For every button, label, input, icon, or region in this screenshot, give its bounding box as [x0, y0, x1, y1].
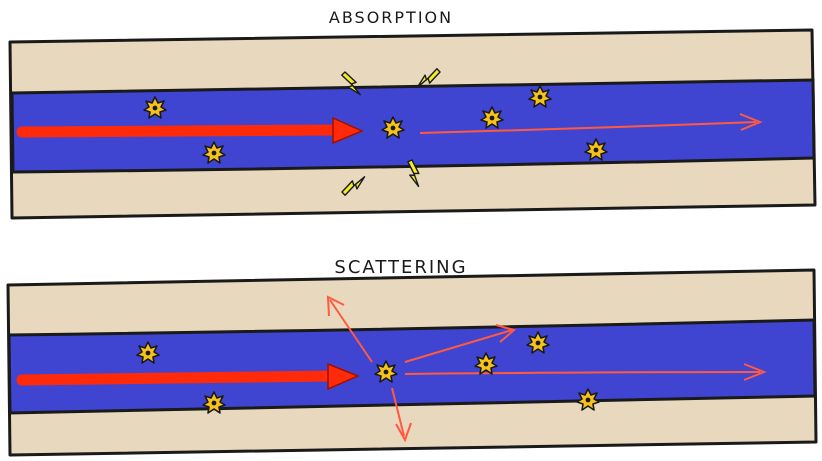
scattering-panel	[8, 270, 816, 455]
absorption-panel	[10, 30, 815, 218]
scattering-core	[9, 320, 815, 413]
